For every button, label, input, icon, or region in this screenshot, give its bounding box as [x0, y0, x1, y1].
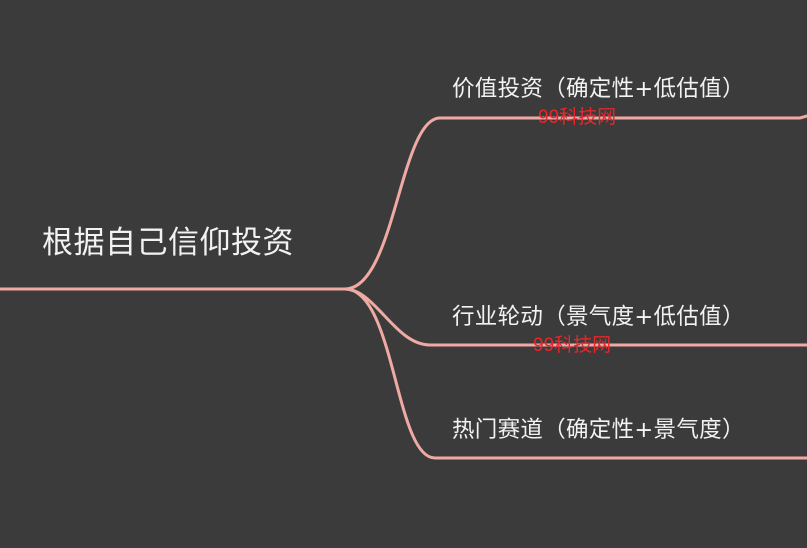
branch-connector-hot-tracks — [343, 287, 807, 460]
watermark-text: 99科技网 — [533, 335, 612, 356]
watermark-text: 99科技网 — [538, 107, 617, 128]
branch-connector-value-investing — [343, 114, 807, 291]
branch-node-sector-rotation[interactable]: 行业轮动（景气度+低估值） — [452, 304, 745, 330]
branch-node-value-investing[interactable]: 价值投资（确定性+低估值） — [452, 76, 745, 102]
branch-node-hot-tracks[interactable]: 热门赛道（确定性+景气度） — [452, 417, 745, 443]
root-node-label[interactable]: 根据自己信仰投资 — [42, 225, 294, 261]
